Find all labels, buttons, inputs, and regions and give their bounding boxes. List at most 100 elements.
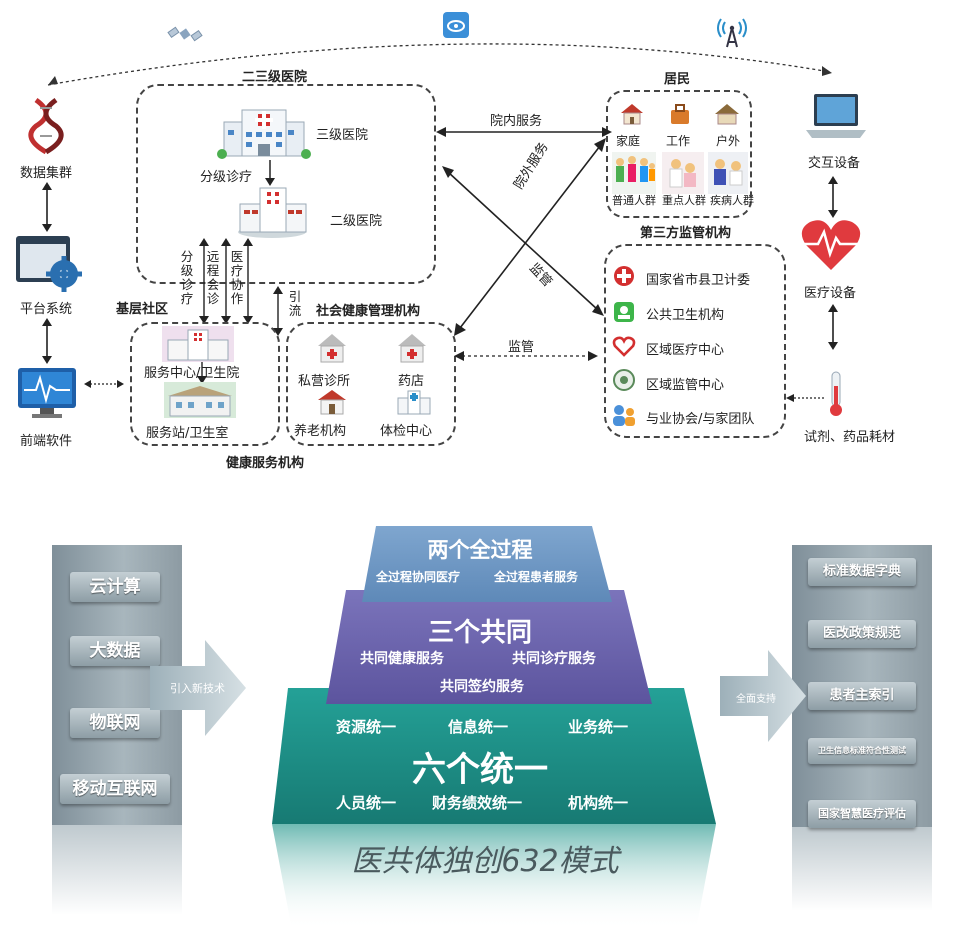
- key-population-label: 重点人群: [662, 194, 706, 207]
- regional-supervision-icon: [612, 368, 636, 392]
- support-pill-evaluation: 国家智慧医疗评估: [808, 800, 916, 828]
- tier3-item-bottom-2: 财务绩效统一: [432, 794, 523, 812]
- tech-pill-iot: 物联网: [70, 708, 160, 738]
- medical-device-label: 医疗设备: [804, 286, 857, 301]
- top-arc-connector: [47, 43, 832, 86]
- residents-title: 居民: [664, 72, 691, 87]
- frontend-software-label: 前端软件: [20, 434, 73, 449]
- private-clinic-label: 私营诊所: [298, 374, 351, 389]
- regulators-box: [604, 244, 786, 438]
- tier3-item-top-3: 业务统一: [568, 718, 629, 736]
- left-arrow-label: 引入新技术: [170, 682, 225, 695]
- health-commission-icon: [612, 264, 636, 288]
- tier3-item-bottom-3: 机构统一: [568, 794, 629, 812]
- vertical-connectors: [199, 238, 253, 324]
- supervision-horizontal-label: 监管: [508, 340, 535, 355]
- arrow-data-platform: [42, 182, 52, 232]
- regulator-item-5: 与业协会/与家团队: [646, 412, 755, 427]
- tertiary-hospital-label: 三级医院: [316, 128, 369, 143]
- tier2-title: 三个共同: [427, 618, 532, 648]
- arrow-tertiary-secondary: [265, 160, 275, 186]
- monitor-waveform-icon: [16, 366, 80, 420]
- support-pill-patient-index: 患者主索引: [808, 682, 916, 710]
- tech-pill-mobile: 移动互联网: [60, 774, 170, 804]
- right-support-panel-reflection: [792, 827, 932, 911]
- heart-outline-icon: [612, 334, 636, 358]
- tier1-shape: [362, 526, 612, 602]
- tier1-title: 两个全过程: [427, 538, 533, 562]
- home-icon: [620, 102, 644, 126]
- vertical-label-collab: 医疗协作: [230, 249, 244, 306]
- support-pill-dictionary: 标准数据字典: [808, 558, 916, 586]
- tier2-item-3: 共同签约服务: [440, 679, 524, 695]
- platform-gear-icon: [14, 234, 82, 292]
- triage-label: 分级诊疗: [200, 170, 253, 185]
- tech-pill-cloud: 云计算: [70, 572, 160, 602]
- arrow-heart-thermo: [828, 304, 838, 350]
- work-label: 工作: [666, 134, 691, 148]
- social-health-box: [286, 322, 456, 446]
- support-pill-standards-test: 卫生信息标准符合性测试: [808, 738, 916, 764]
- regulators-title: 第三方监管机构: [640, 226, 732, 241]
- arrow-platform-frontend: [42, 318, 52, 364]
- checkup-center-icon: [396, 388, 432, 416]
- pyramid-reflection: [272, 824, 716, 930]
- left-tech-panel-reflection: [52, 825, 182, 915]
- right-big-arrow: [720, 650, 806, 742]
- arrow-thermo-regulators: [786, 394, 824, 402]
- outdoor-label: 户外: [716, 134, 741, 148]
- secondary-hospital-label: 二级医院: [330, 214, 383, 229]
- tier2-item-1: 共同健康服务: [360, 651, 444, 667]
- public-health-icon: [612, 300, 636, 324]
- outdoor-icon: [714, 102, 740, 126]
- platform-system-label: 平台系统: [20, 302, 73, 317]
- work-icon: [668, 102, 692, 126]
- service-center-icon: [162, 326, 234, 362]
- general-population-icon: [612, 152, 656, 194]
- interactive-device-label: 交互设备: [808, 156, 861, 171]
- pharmacy-icon: [396, 332, 428, 364]
- thermometer-icon: [826, 370, 846, 418]
- checkup-center-label: 体检中心: [380, 424, 433, 439]
- laptop-icon: [804, 92, 868, 140]
- elderly-care-icon: [316, 388, 348, 416]
- reagents-label: 试剂、药品耗材: [804, 430, 896, 445]
- elderly-care-label: 养老机构: [294, 424, 347, 439]
- service-station-icon: [164, 382, 236, 418]
- tier3-shape: [272, 688, 716, 824]
- vertical-label-triage: 分级诊疗: [180, 249, 194, 306]
- tech-pill-bigdata: 大数据: [70, 636, 160, 666]
- regulator-item-1: 国家省市县卫计委: [646, 273, 751, 288]
- tier3-item-bottom-1: 人员统一: [336, 794, 397, 812]
- secondary-hospital-icon: [236, 182, 310, 238]
- hospital-group-box: [136, 84, 436, 284]
- dna-icon: [28, 96, 64, 156]
- tier3-item-top-1: 资源统一: [336, 718, 397, 736]
- satellite-icon: [167, 20, 203, 48]
- support-pill-policy: 医改政策规范: [808, 620, 916, 648]
- tertiary-hospital-icon: [217, 104, 311, 160]
- arrow-center-station: [197, 362, 207, 384]
- regulator-item-3: 区域医疗中心: [646, 343, 725, 358]
- hospital-group-title: 二三级医院: [242, 70, 308, 85]
- antenna-icon: [716, 16, 748, 48]
- general-population-label: 普通人群: [612, 194, 656, 207]
- home-label: 家庭: [616, 134, 641, 148]
- in-hospital-service-label: 院内服务: [490, 114, 543, 129]
- community-box: [130, 322, 280, 446]
- model-title: 医共体独创632模式: [351, 844, 619, 879]
- tier3-item-top-2: 信息统一: [448, 718, 509, 736]
- left-big-arrow: [150, 640, 246, 736]
- pyramid: [272, 526, 716, 930]
- patients-icon: [708, 152, 748, 194]
- tier1-item-1: 全过程协同医疗: [376, 570, 461, 584]
- tier1-item-2: 全过程患者服务: [494, 570, 579, 584]
- arrow-laptop-heart: [828, 176, 838, 218]
- service-center-label: 服务中心/卫生院: [144, 366, 240, 381]
- association-team-icon: [610, 402, 638, 428]
- cloud-link-icon: [443, 12, 469, 38]
- arrow-frontend-community: [84, 380, 124, 388]
- pharmacy-label: 药店: [398, 374, 425, 389]
- data-cluster-label: 数据集群: [20, 166, 73, 181]
- regulator-item-2: 公共卫生机构: [646, 308, 725, 323]
